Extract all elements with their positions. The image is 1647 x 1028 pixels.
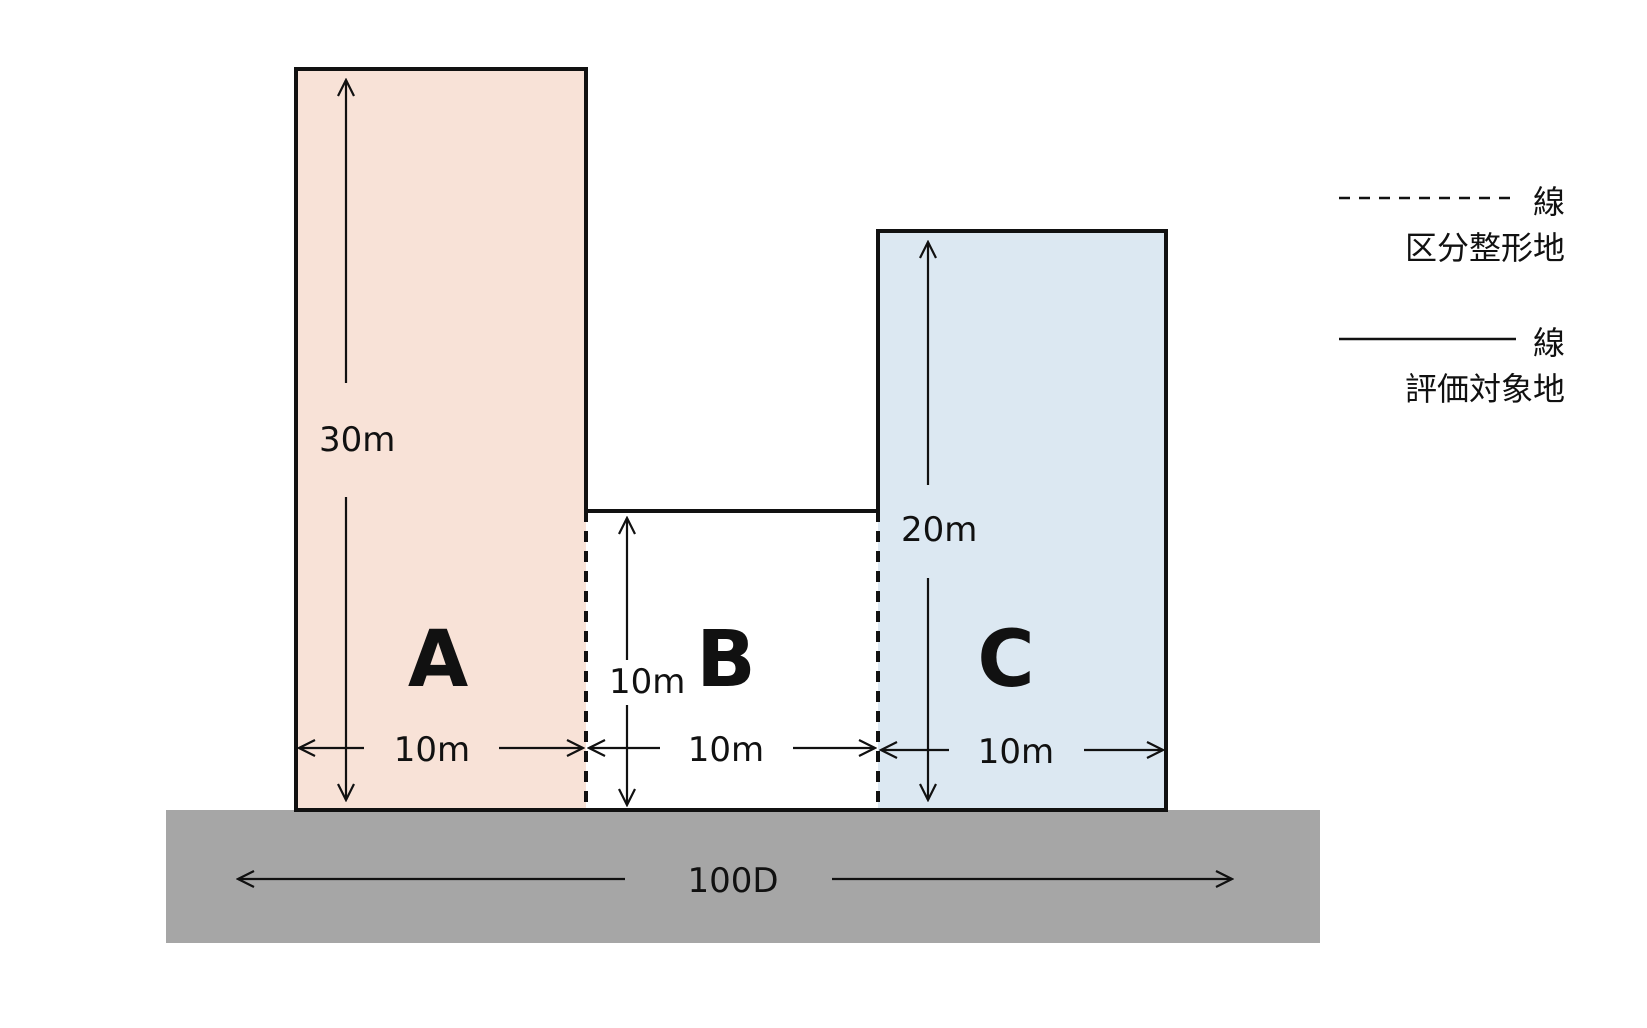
- legend-dashed-description: 区分整形地: [1405, 229, 1565, 267]
- lot-a-width-label: 10m: [394, 730, 470, 770]
- road-label: 100D: [687, 861, 778, 901]
- target-land-outline: [294, 67, 1168, 812]
- legend-dashed-line-text: 線: [1533, 183, 1565, 221]
- lot-a-label: A: [408, 615, 468, 705]
- lot-b-height-label: 10m: [609, 662, 685, 702]
- lot-c-width-label: 10m: [978, 732, 1054, 772]
- road-strip: [166, 810, 1320, 943]
- lot-c-area: [878, 231, 1166, 810]
- lot-b-area: [586, 511, 878, 810]
- lot-a-height-label: 30m: [319, 420, 395, 460]
- legend-solid-description: 評価対象地: [1405, 370, 1565, 408]
- lot-c-label: C: [977, 615, 1034, 705]
- lot-a-area: [296, 69, 586, 810]
- lot-b-width-label: 10m: [688, 730, 764, 770]
- lot-b-label: B: [696, 615, 755, 705]
- legend-solid-line-text: 線: [1533, 324, 1565, 362]
- lot-c-height-label: 20m: [901, 510, 977, 550]
